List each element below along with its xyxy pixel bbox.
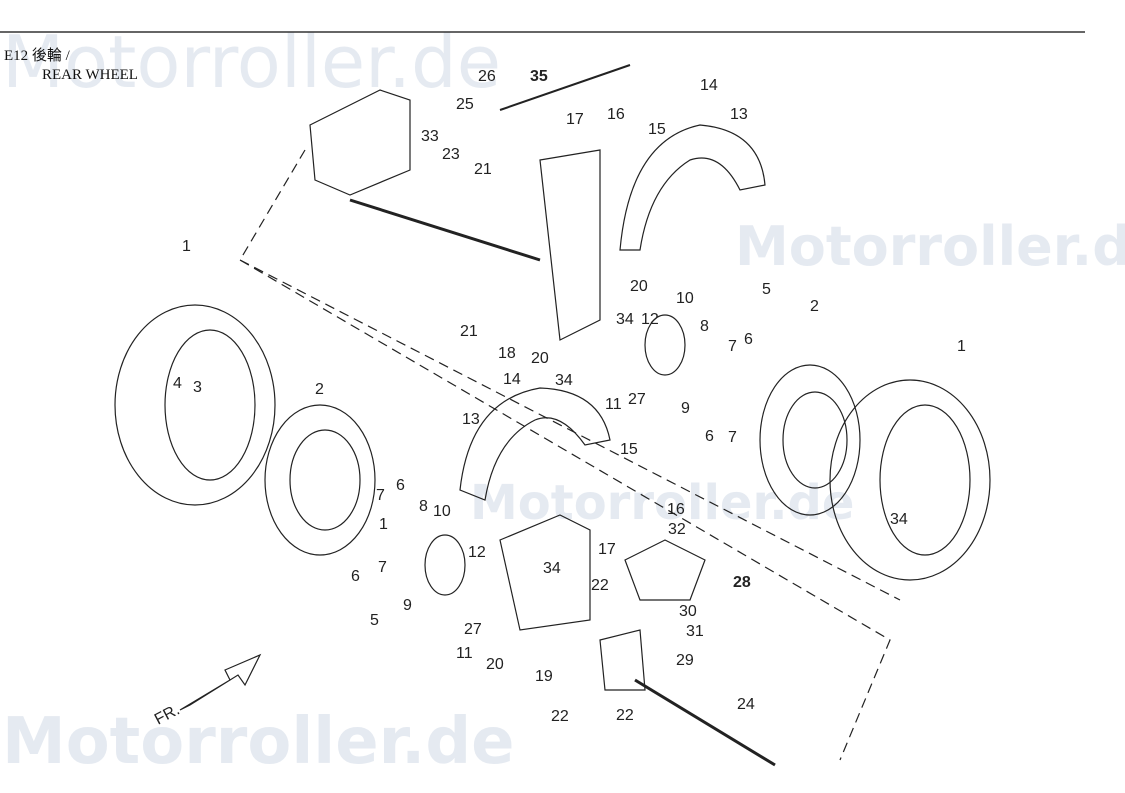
section-title: REAR WHEEL	[42, 67, 138, 83]
part-label-28: 28	[733, 574, 751, 591]
part-label-15: 15	[648, 121, 666, 138]
part-label-12: 12	[641, 311, 659, 328]
front-direction-label: FR.	[152, 701, 183, 728]
part-label-6: 6	[396, 477, 405, 494]
part-label-21: 21	[474, 161, 492, 178]
part-label-22: 22	[551, 708, 569, 725]
lower-fender	[459, 387, 611, 501]
part-label-6: 6	[705, 428, 714, 445]
part-label-2: 2	[810, 298, 819, 315]
part-label-34: 34	[616, 311, 634, 328]
part-label-31: 31	[686, 623, 704, 640]
upper-bracket	[539, 149, 601, 341]
upper-fender	[619, 124, 766, 251]
part-label-10: 10	[676, 290, 694, 307]
part-label-2: 2	[315, 381, 324, 398]
part-label-16: 16	[667, 501, 685, 518]
lower-axle	[634, 678, 776, 767]
part-label-9: 9	[681, 400, 690, 417]
lower-bracket	[499, 514, 591, 631]
part-label-13: 13	[730, 106, 748, 123]
part-label-33: 33	[421, 128, 439, 145]
part-label-17: 17	[598, 541, 616, 558]
part-label-9: 9	[403, 597, 412, 614]
part-label-19: 19	[535, 668, 553, 685]
part-label-5: 5	[370, 612, 379, 629]
cover-28	[624, 539, 706, 601]
part-label-32: 32	[668, 521, 686, 538]
part-label-7: 7	[728, 338, 737, 355]
part-label-34: 34	[890, 511, 908, 528]
right-tire	[829, 379, 991, 581]
assembly-dashed-line	[239, 149, 891, 761]
part-label-20: 20	[531, 350, 549, 367]
front-direction-arrow	[179, 653, 262, 711]
part-label-35: 35	[530, 68, 548, 85]
part-label-34: 34	[555, 372, 573, 389]
part-label-27: 27	[628, 391, 646, 408]
part-label-13: 13	[462, 411, 480, 428]
upper-hub	[644, 314, 686, 376]
left-wheel-rim	[264, 404, 376, 556]
right-wheel-rim	[759, 364, 861, 516]
part-label-15: 15	[620, 441, 638, 458]
part-label-7: 7	[378, 559, 387, 576]
part-label-11: 11	[456, 645, 473, 662]
section-code: E12 後輪 /	[4, 48, 70, 64]
part-label-1: 1	[957, 338, 966, 355]
part-label-11: 11	[605, 396, 622, 413]
part-label-26: 26	[478, 68, 496, 85]
lower-hub	[424, 534, 466, 596]
part-label-22: 22	[591, 577, 609, 594]
part-label-21: 21	[460, 323, 478, 340]
part-label-24: 24	[737, 696, 755, 713]
part-label-20: 20	[630, 278, 648, 295]
part-label-5: 5	[762, 281, 771, 298]
part-label-12: 12	[468, 544, 486, 561]
part-label-8: 8	[700, 318, 709, 335]
part-label-1: 1	[182, 238, 191, 255]
part-label-22: 22	[616, 707, 634, 724]
part-label-18: 18	[498, 345, 516, 362]
part-label-14: 14	[700, 77, 718, 94]
part-label-4: 4	[173, 375, 182, 392]
part-label-14: 14	[503, 371, 521, 388]
left-tire	[114, 304, 276, 506]
part-label-30: 30	[679, 603, 697, 620]
part-label-23: 23	[442, 146, 460, 163]
part-label-16: 16	[607, 106, 625, 123]
part-label-6: 6	[744, 331, 753, 348]
diagram-title: E12 後輪 / REAR WHEEL	[4, 47, 138, 85]
part-label-20: 20	[486, 656, 504, 673]
brake-cable	[499, 64, 631, 111]
part-label-1: 1	[379, 516, 388, 533]
part-label-10: 10	[433, 503, 451, 520]
plate-22	[599, 629, 646, 691]
part-label-7: 7	[728, 429, 737, 446]
gearbox	[309, 89, 411, 196]
part-label-17: 17	[566, 111, 584, 128]
part-label-6: 6	[351, 568, 360, 585]
part-label-3: 3	[193, 379, 202, 396]
part-label-7: 7	[376, 487, 385, 504]
part-label-29: 29	[676, 652, 694, 669]
part-label-25: 25	[456, 96, 474, 113]
part-label-27: 27	[464, 621, 482, 638]
upper-axle	[349, 198, 541, 262]
part-label-8: 8	[419, 498, 428, 515]
part-label-34: 34	[543, 560, 561, 577]
drawing	[114, 64, 991, 767]
